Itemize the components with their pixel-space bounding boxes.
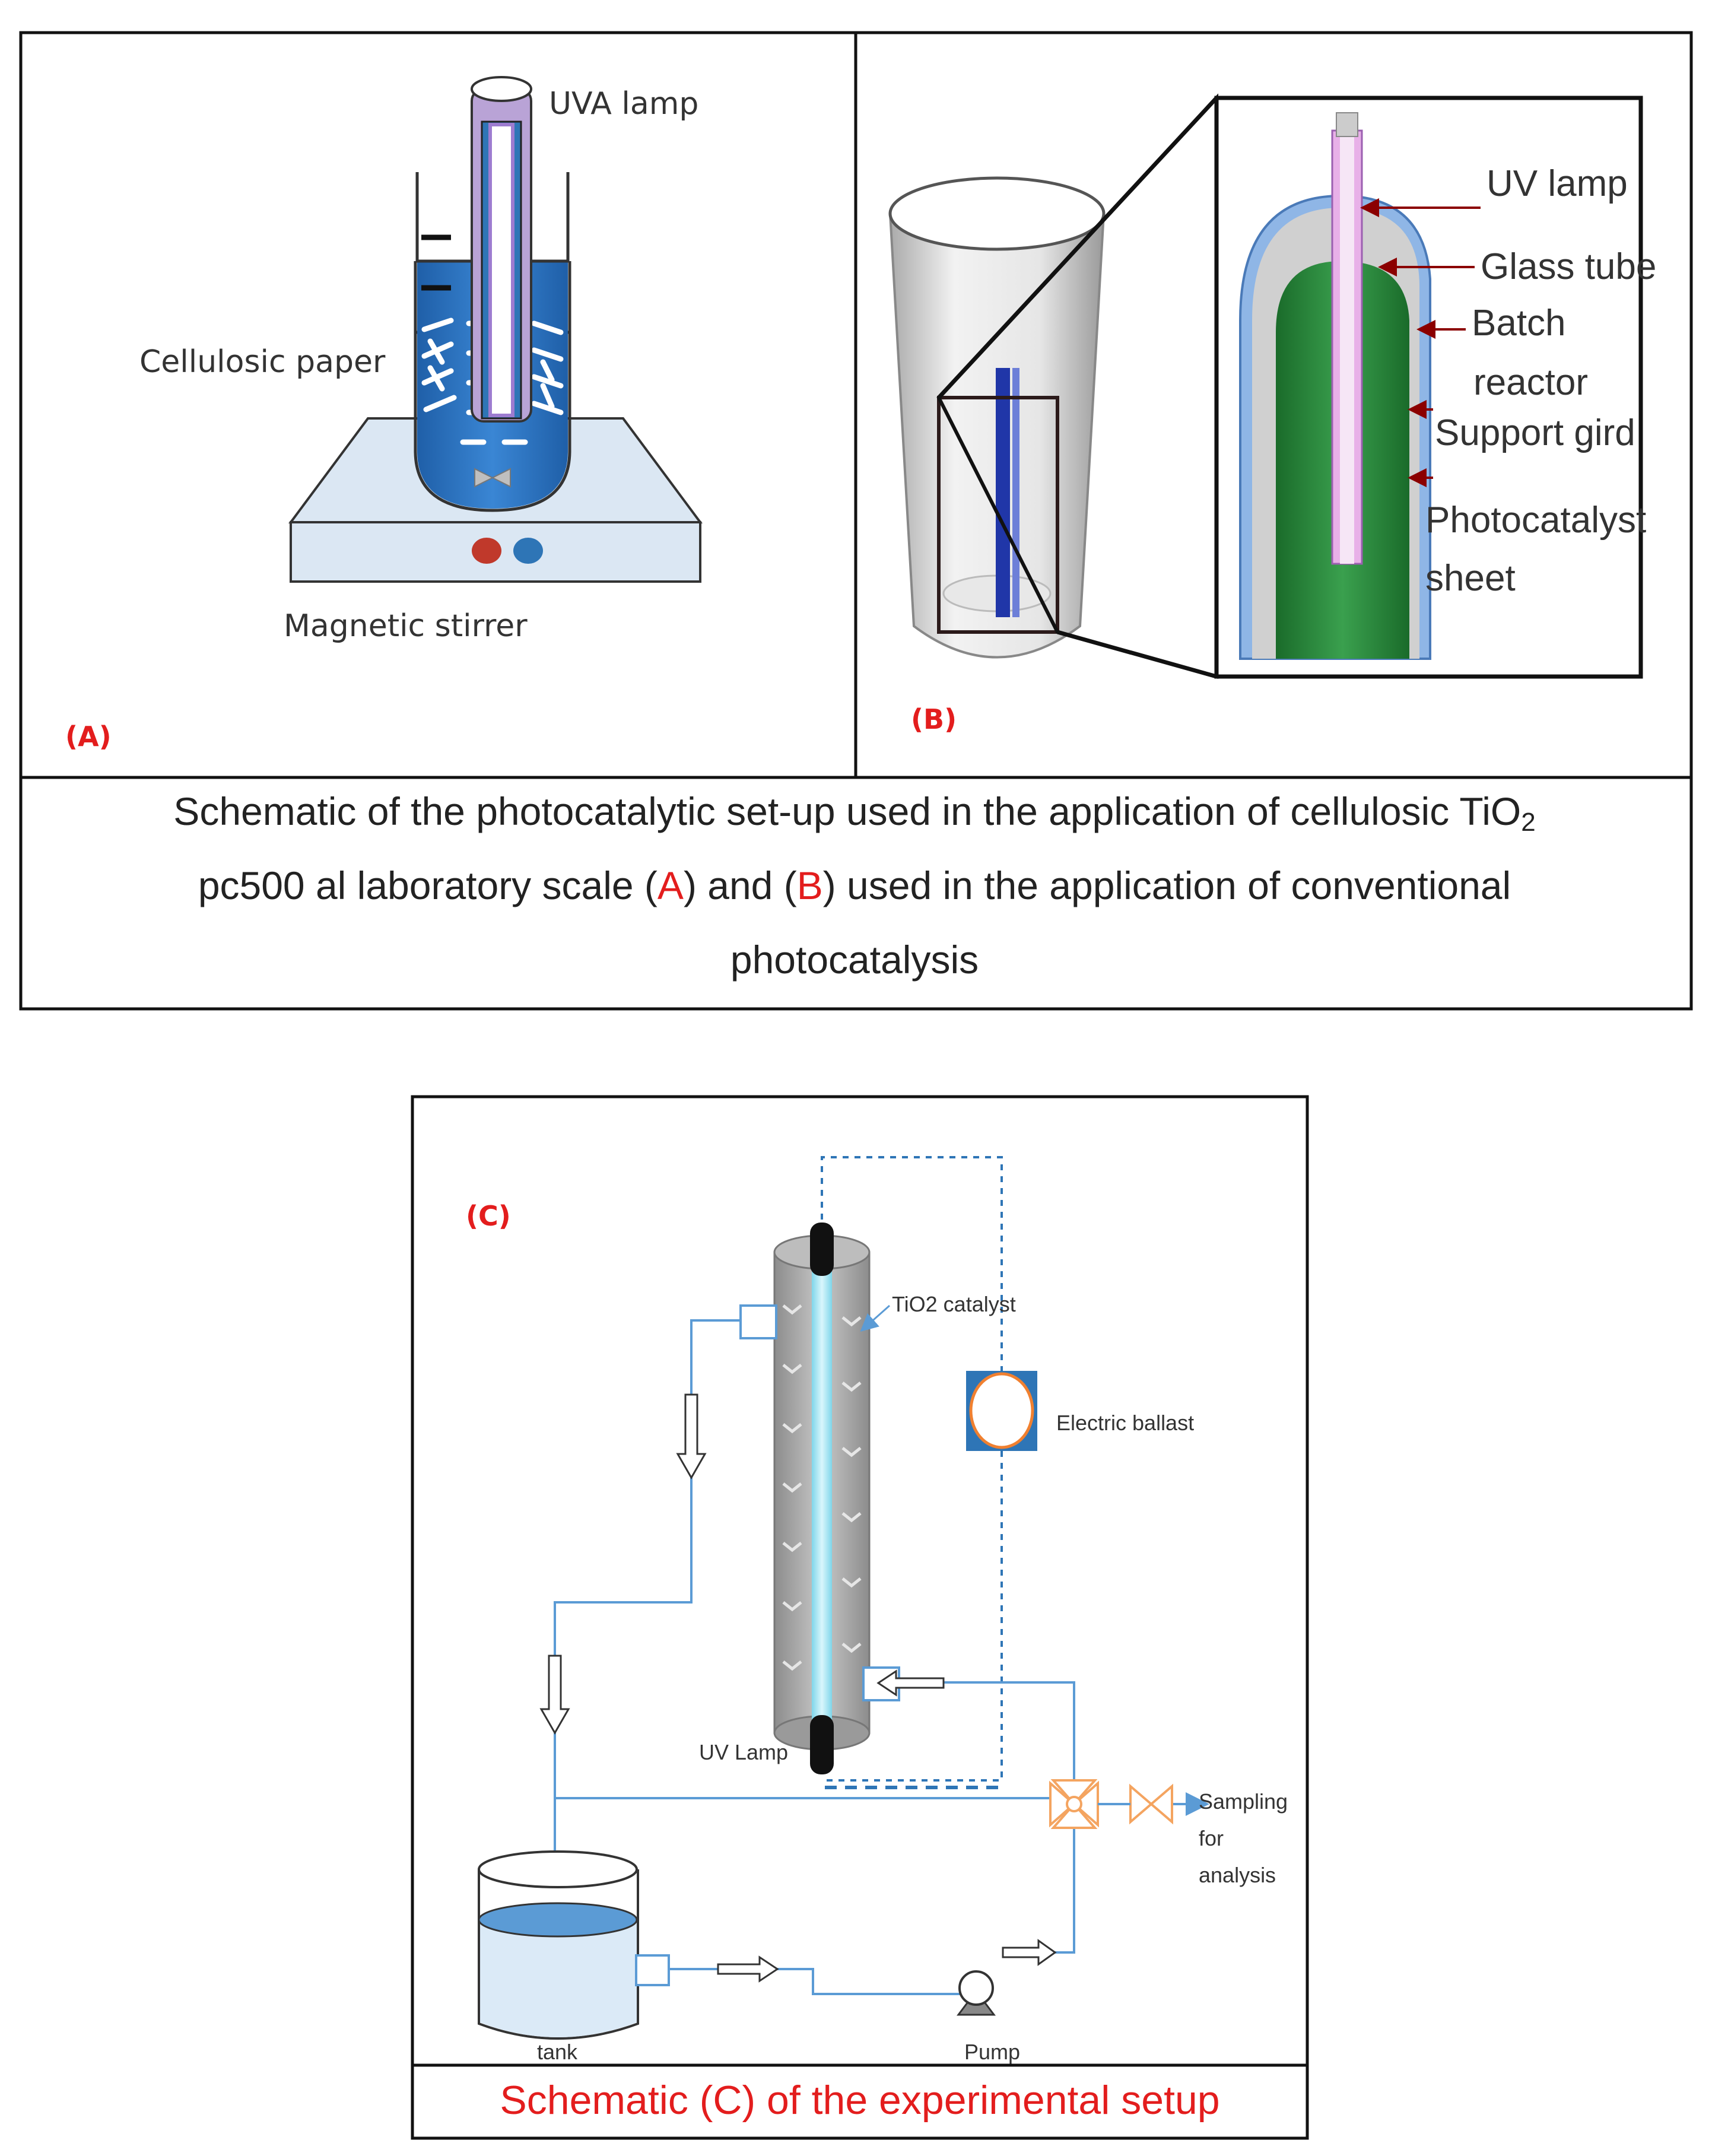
panel-c-diagram: Electric ballast TiO2 catalyst UV Lamp	[466, 1156, 1288, 2064]
uva-lamp	[471, 76, 532, 423]
glass-tube-label: Glass tube	[1481, 246, 1656, 287]
photocatalyst-label: Photocatalyst	[1425, 500, 1646, 541]
sampling-label-2: for	[1199, 1826, 1224, 1850]
panel-c-tag: (C)	[466, 1200, 511, 1232]
support-grid-label: Support gird	[1435, 412, 1635, 453]
tio2-catalyst-label: TiO2 catalyst	[892, 1292, 1016, 1316]
blue-knob	[513, 538, 543, 564]
lamp-cap-top	[810, 1223, 834, 1276]
panel-c-caption: Schematic (C) of the experimental setup	[500, 2078, 1219, 2123]
uva-lamp-label: UVA lamp	[549, 86, 698, 122]
ballast-wiring	[821, 1156, 1003, 1789]
sampling-label-3: analysis	[1199, 1863, 1276, 1887]
pump	[957, 1970, 996, 2016]
panel-b-diagram: UV lamp Glass tube Batch reactor Support…	[888, 93, 1656, 735]
electric-ballast	[966, 1371, 1037, 1451]
lamp-cap-bottom	[810, 1715, 834, 1774]
panel-b-tag: (B)	[911, 703, 957, 735]
batch-reactor-vessel	[888, 176, 1106, 659]
red-knob	[472, 538, 501, 564]
uv-lamp-label-c: UV Lamp	[699, 1740, 788, 1764]
flow-arrows	[539, 1393, 1057, 1983]
catalyst-pattern	[782, 1304, 862, 1671]
three-way-valve	[1049, 1779, 1099, 1829]
top-caption: Schematic of the photocatalytic set-up u…	[173, 789, 1535, 982]
magnetic-stirrer-label: Magnetic stirrer	[284, 608, 528, 644]
pump-label: Pump	[964, 2040, 1020, 2064]
caption-line-2: pc500 al laboratory scale (A) and (B) us…	[198, 863, 1511, 907]
reactor-label: reactor	[1473, 362, 1588, 403]
reactor-column	[773, 1223, 871, 1774]
uv-lamp-tube	[812, 1234, 832, 1757]
inset-box	[1214, 96, 1643, 679]
uv-lamp-label: UV lamp	[1487, 163, 1628, 204]
electric-ballast-label: Electric ballast	[1056, 1411, 1194, 1435]
callout-lines	[1360, 198, 1481, 487]
panel-a-diagram: UVA lamp Cellulosic paper Magnetic stirr…	[65, 76, 703, 752]
sheet-label: sheet	[1425, 558, 1516, 599]
batch-label: Batch	[1472, 303, 1566, 344]
stir-bar	[474, 468, 511, 488]
panel-c-frame	[411, 1095, 1309, 2140]
top-figure-frame	[19, 31, 1693, 1011]
panel-a-tag: (A)	[65, 720, 112, 752]
caption-line-1: Schematic of the photocatalytic set-up u…	[173, 789, 1535, 837]
zoom-box	[937, 396, 1059, 634]
cellulosic-paper-label: Cellulosic paper	[139, 344, 386, 380]
caption-line-3: photocatalysis	[730, 938, 979, 982]
tank-label: tank	[537, 2040, 578, 2064]
sampling-valve	[1129, 1783, 1173, 1825]
sampling-label-1: Sampling	[1199, 1789, 1288, 1814]
tank	[478, 1850, 670, 2040]
reactor-lamp	[996, 368, 1010, 617]
